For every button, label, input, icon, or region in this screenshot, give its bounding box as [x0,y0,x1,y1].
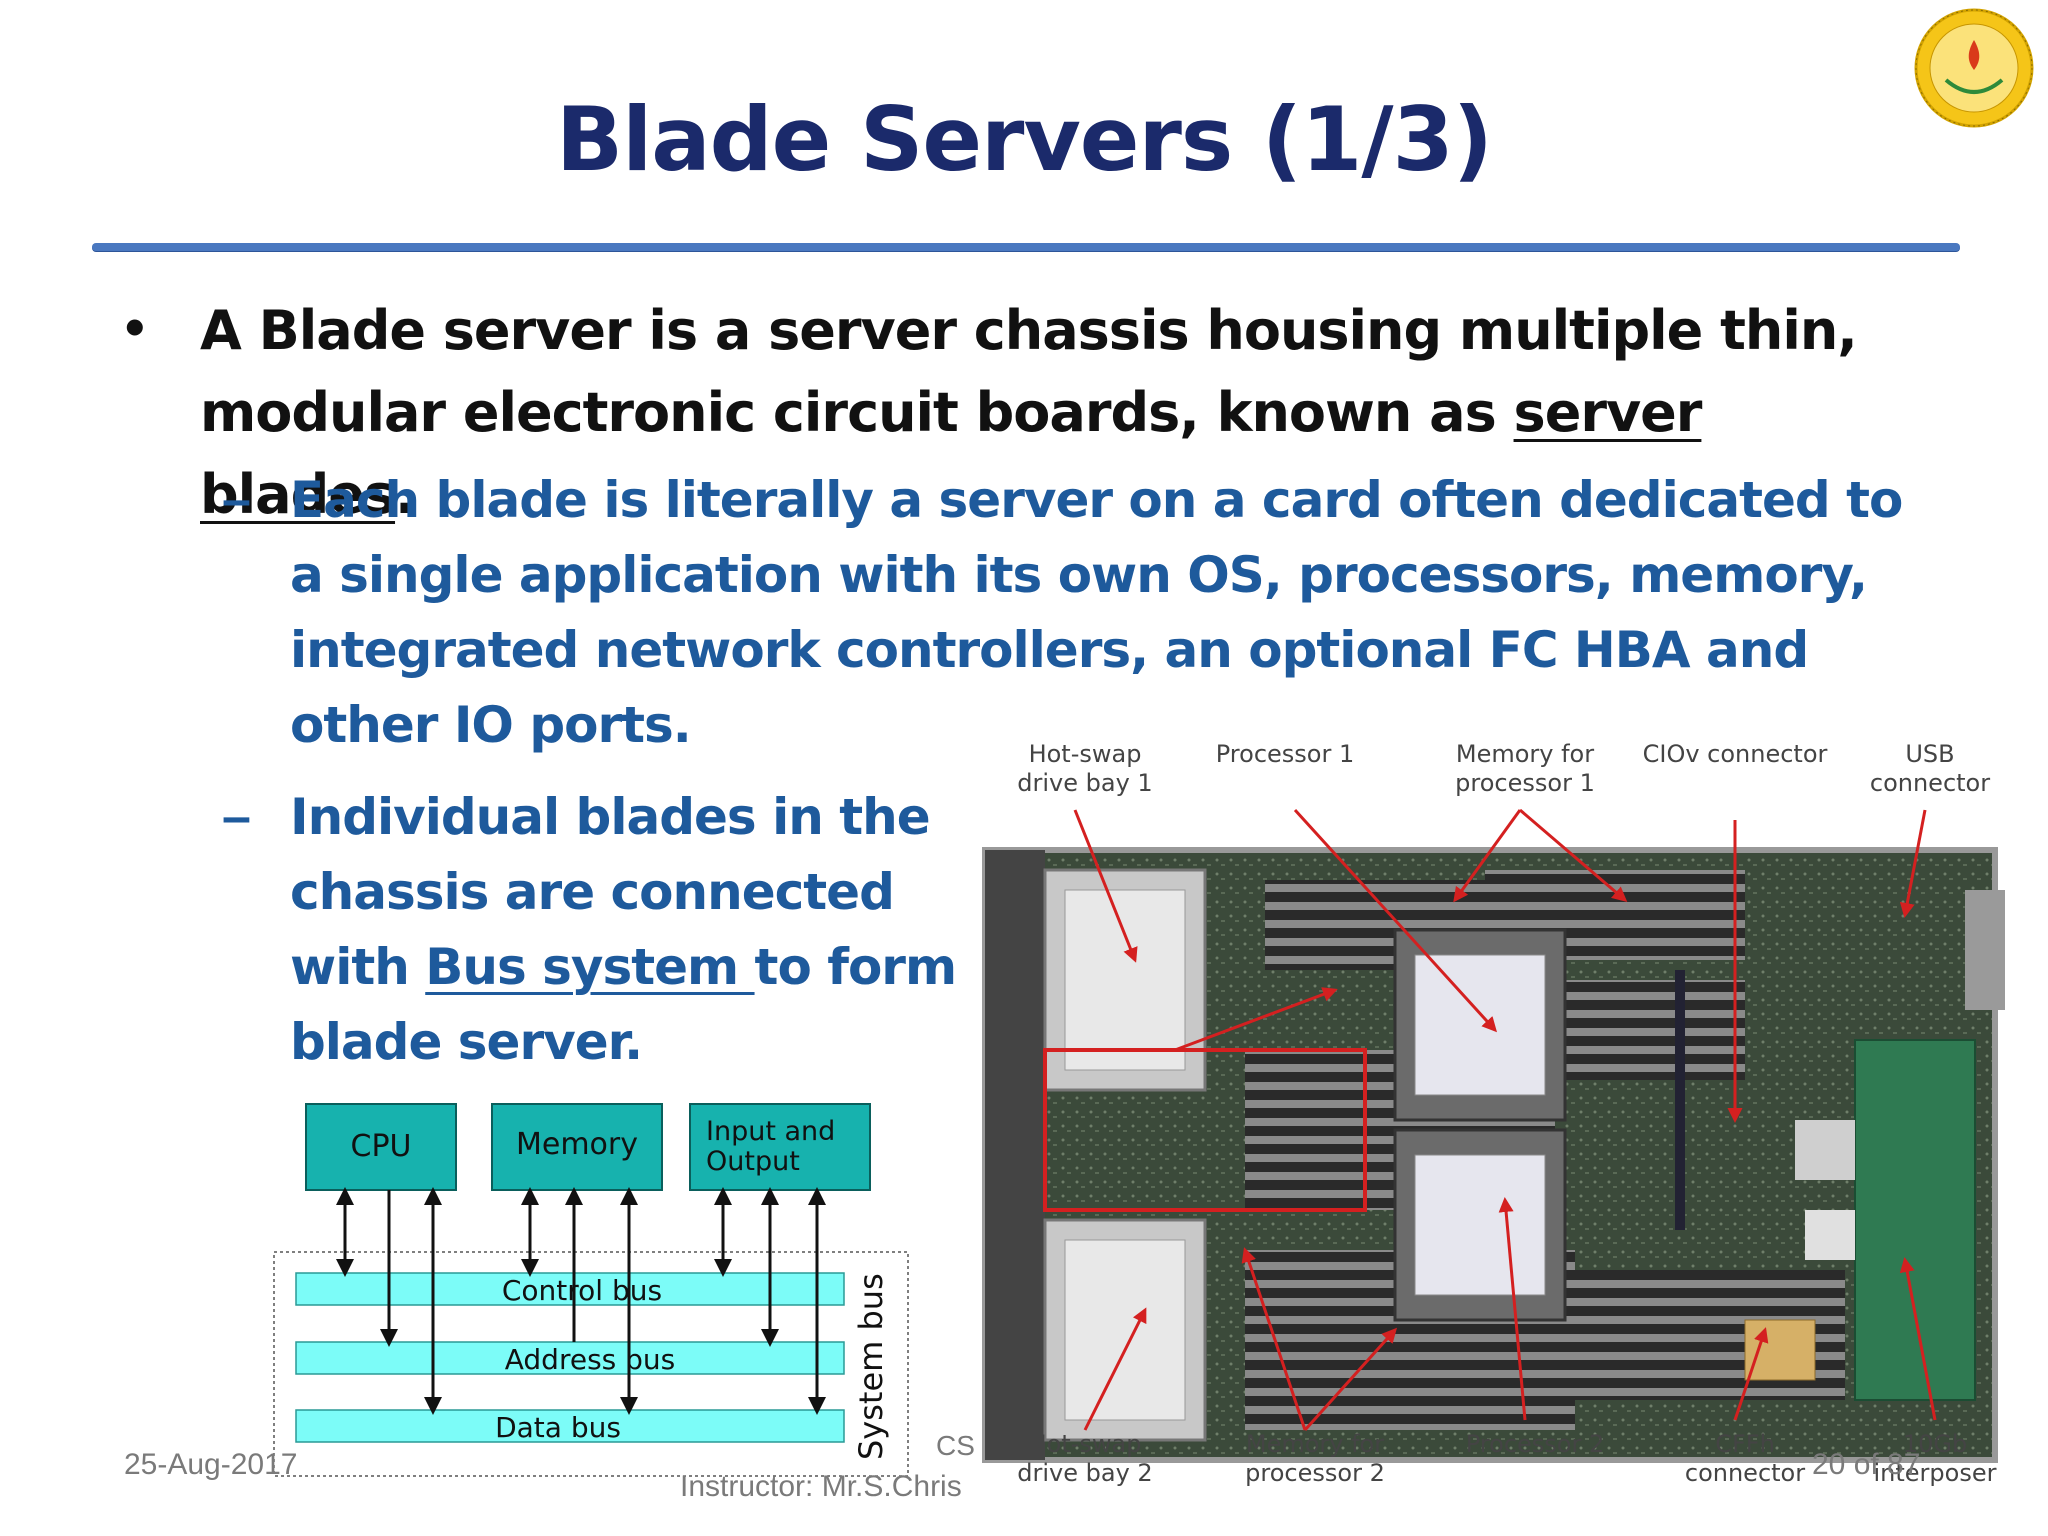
bullet-text-end: . [395,463,415,526]
label-10gb-interposer: 10Gb interposer [1873,1430,1997,1487]
sub-bullet-1: Each blade is literally a server on a ca… [290,471,1903,754]
blade-board-photo: Hot-swap drive bay 1 Processor 1 Memory … [975,730,2015,1487]
label-processor-1: Processor 1 [1215,740,1355,768]
io-label-line1: Input and [706,1116,835,1147]
io-label-line2: Output [706,1146,800,1177]
bus-arrows [336,1187,826,1415]
board-illustration [982,808,2005,1463]
sub-bullet-marker: – [222,471,251,529]
data-bus-label: Data bus [495,1411,621,1444]
bullet-underlined-term: server blades [200,381,1702,526]
slide-title: Blade Servers (1/3) [556,88,1493,191]
data-bus: Data bus [295,1409,845,1444]
label-hot-swap-bay-2: Hot-swap drive bay 2 [1017,1430,1153,1487]
memory-box: Memory [491,1103,663,1191]
footer-page-number: 20 of 87 [1812,1448,1921,1481]
title-divider [92,243,1960,251]
cpu-label: CPU [351,1129,412,1164]
main-bullet-text: A Blade server is a server chassis housi… [200,290,1860,536]
system-bus-label: System bus [852,1273,890,1460]
address-bus-label: Address bus [505,1343,676,1376]
footer-instructor: Instructor: Mr.S.Chris [680,1470,962,1503]
memory-label: Memory [516,1127,638,1162]
bullet-text-part: A Blade server is a server chassis housi… [200,299,1858,444]
sub2-text-end: to form blade server. [290,938,957,1071]
label-cffh-connector: CFFh connector [1684,1430,1806,1487]
control-bus-label: Control bus [502,1274,662,1307]
label-memory-processor-1: Memory for processor 1 [1455,740,1595,797]
label-memory-processor-2: Memory for processor 2 [1245,1430,1385,1487]
system-bus-enclosure [273,1251,909,1477]
bullet-marker: • [125,295,145,358]
sub2-text-part: Individual blades in the chassis are con… [290,788,931,996]
sub-bullet-2: Individual blades in the chassis are con… [290,780,970,1080]
io-box: Input and Output [689,1103,871,1191]
cpu-box: CPU [305,1103,457,1191]
sub2-underlined-term: Bus system [425,938,755,996]
system-bus-diagram: CPU Memory Input and Output Control bus … [273,1103,909,1477]
footer-date: 25-Aug-2017 [124,1448,298,1481]
footer-course: CS [936,1430,975,1461]
control-bus: Control bus [295,1272,845,1307]
address-bus: Address bus [295,1341,845,1376]
label-usb-connector: USB connector [1869,740,1991,797]
label-hot-swap-bay-1: Hot-swap drive bay 1 [1017,740,1153,797]
callout-arrows [1073,808,1937,1432]
sub-bullet-marker: – [222,788,251,846]
university-logo-icon [1914,8,2034,128]
label-ciov-connector: CIOv connector [1642,740,1828,768]
label-processor-2: Processor 2 [1465,1430,1605,1458]
